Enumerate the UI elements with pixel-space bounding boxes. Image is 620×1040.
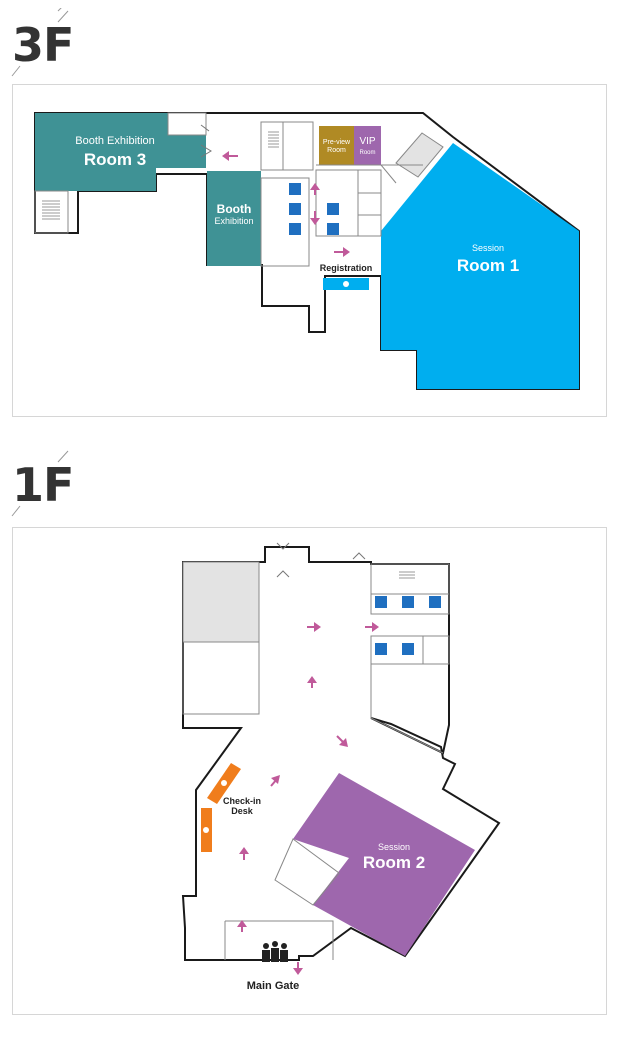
people-icon [262, 941, 288, 962]
direction-arrow-icon [336, 735, 348, 747]
checkin-marker-icon [221, 780, 227, 786]
direction-arrow-icon [270, 775, 280, 787]
floor-1f-label: 1F [12, 458, 74, 512]
preview-line1: Pre-view [322, 139, 351, 146]
preview-line2: Room [327, 147, 346, 154]
session-room2-name: Room 2 [362, 853, 426, 872]
booth-exhibition-sub: Exhibition [214, 216, 254, 226]
booth-exhibition-area [207, 171, 261, 266]
session-room1-name: Room 1 [456, 256, 520, 275]
direction-arrow-icon [365, 622, 379, 632]
registration-label: Registration [319, 263, 373, 273]
restroom-icon [289, 183, 339, 235]
booth-room3-area [35, 113, 206, 191]
preview-room-area [319, 126, 354, 165]
direction-arrow-icon [307, 622, 321, 632]
floor-3f-plan [34, 112, 580, 390]
session-room2-label: Session [377, 842, 411, 852]
booth-exhibition-label: Booth [216, 202, 252, 216]
direction-arrow-icon [310, 183, 320, 195]
vip-line1: VIP [359, 136, 376, 147]
session-room1-area [381, 143, 579, 389]
vip-room-label: VIP Room [354, 137, 381, 158]
session-room2-area [293, 773, 475, 956]
direction-arrow-icon [307, 676, 317, 688]
floor-3f-map: Booth Exhibition Room 3 Booth Exhibition… [12, 84, 607, 417]
checkin-line1: Check-in [222, 796, 261, 806]
direction-arrow-icon [222, 151, 238, 161]
direction-arrow-icon [239, 847, 249, 860]
restroom-icon [375, 596, 441, 655]
direction-arrow-icon [334, 247, 350, 257]
floor-1f-plan [181, 542, 501, 975]
main-gate-label: Main Gate [246, 980, 300, 992]
checkin-marker-icon [203, 827, 209, 833]
registration-marker-icon [343, 281, 349, 287]
floor-label-slash [11, 8, 69, 77]
booth-room3-name: Room 3 [83, 150, 147, 169]
direction-arrow-icon [310, 211, 320, 225]
floor-label-slash [11, 450, 69, 517]
checkin-line2: Desk [231, 806, 253, 816]
floor-3f-label: 3F [12, 18, 74, 72]
vip-line2: Room [359, 150, 376, 156]
direction-arrow-icon [293, 962, 303, 975]
booth-room3-label: Booth Exhibition [75, 135, 155, 147]
storage-area [183, 562, 259, 642]
vip-room-area [354, 126, 381, 165]
direction-arrow-icon [237, 920, 247, 932]
session-room1-label: Session [471, 243, 505, 253]
